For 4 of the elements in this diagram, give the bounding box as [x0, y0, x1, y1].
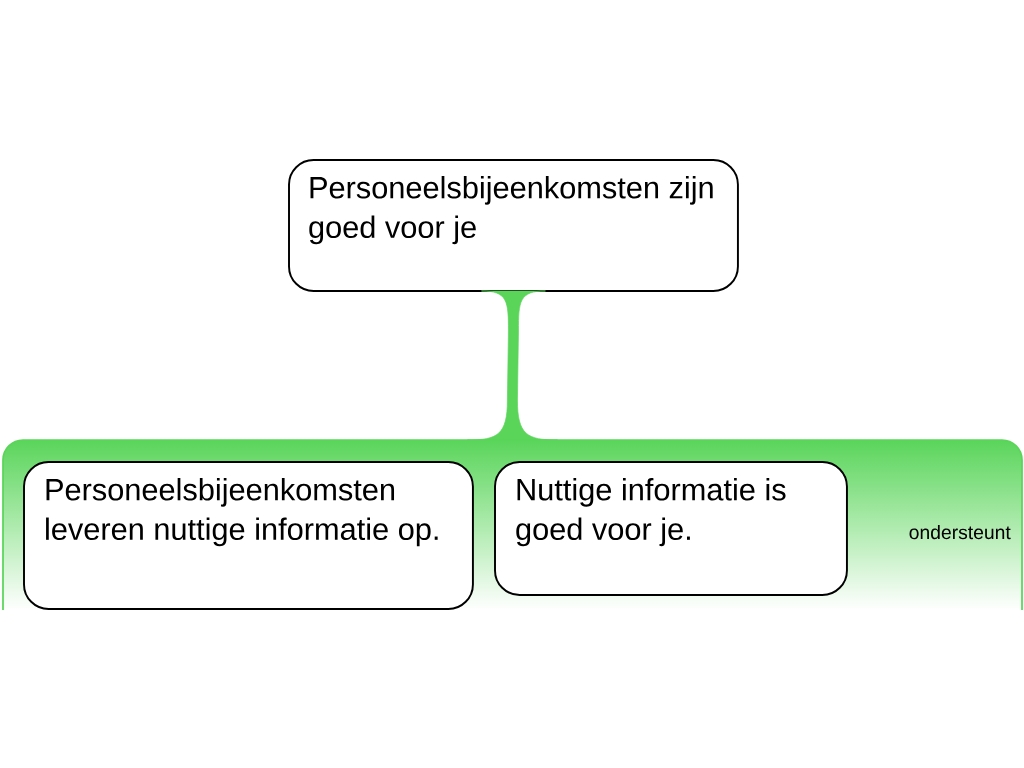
premise-box: Personeelsbijeenkomsten leveren nuttige informatie op. [23, 461, 474, 610]
connector [467, 290, 558, 441]
premise-box: Nuttige informatie is goed voor je. [494, 461, 848, 596]
claim-box: Personeelsbijeenkomsten zijn goed voor je [288, 159, 739, 292]
